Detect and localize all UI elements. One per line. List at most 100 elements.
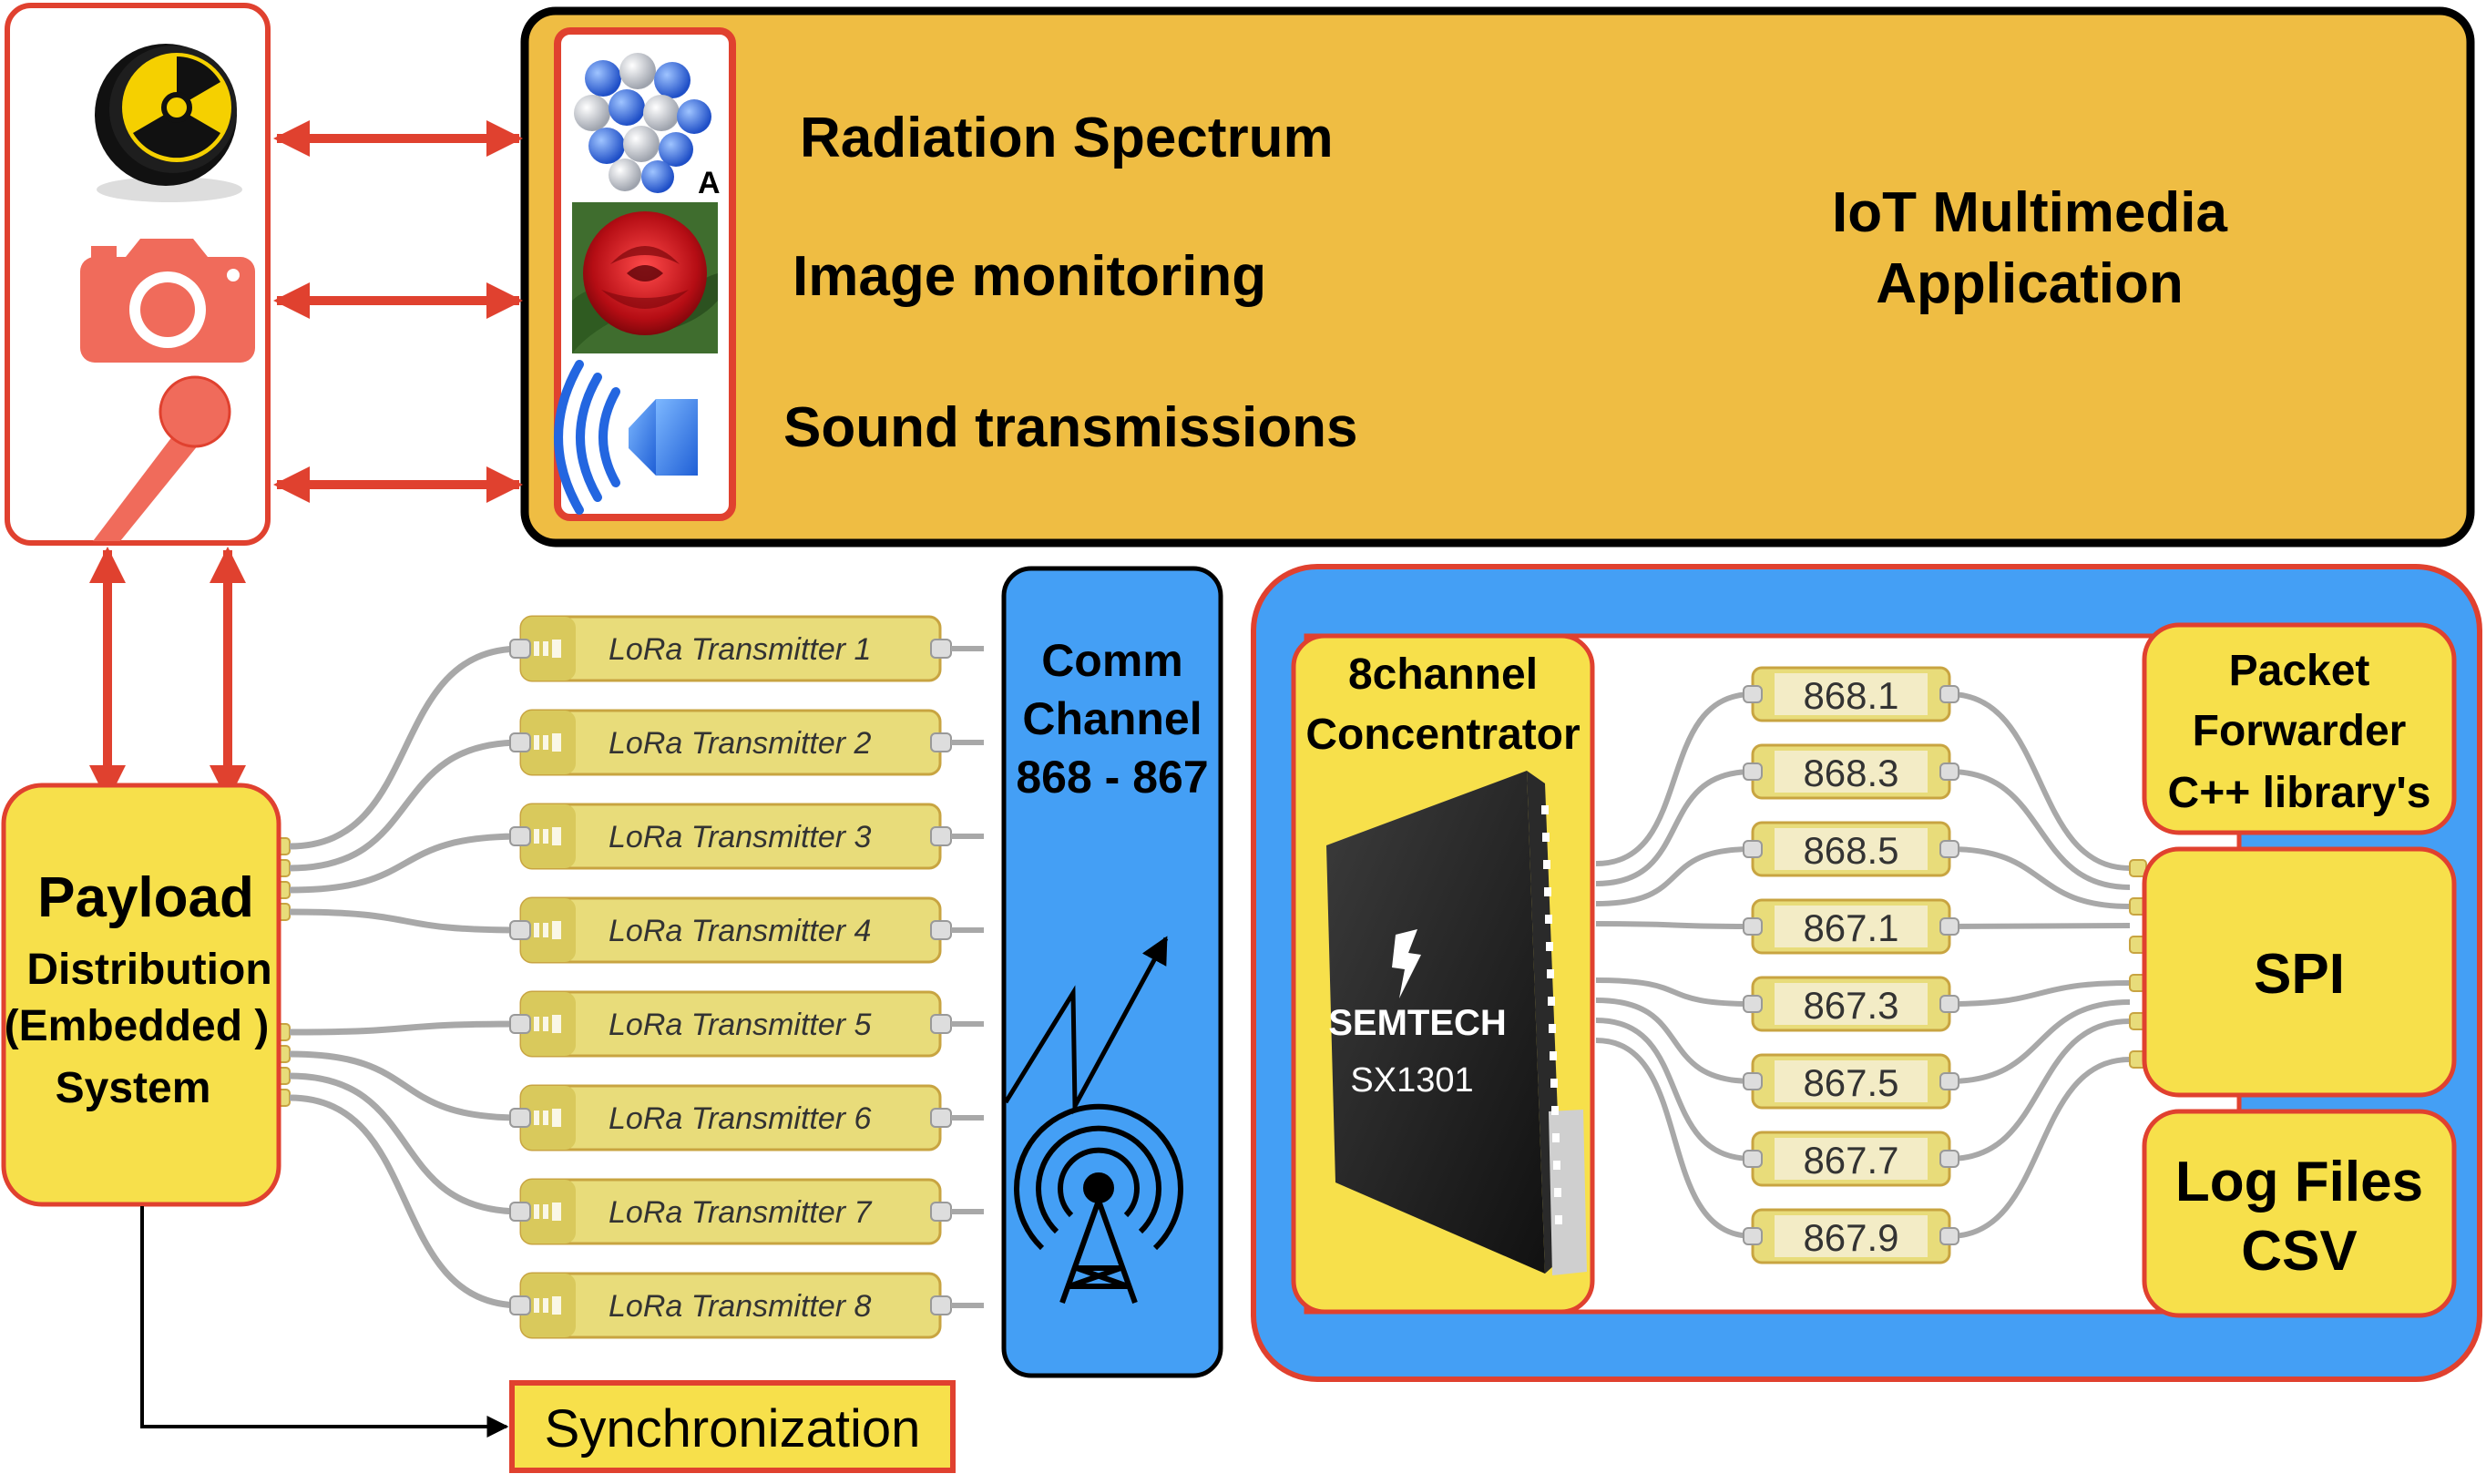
frequency-node[interactable]: 868.5	[1743, 821, 1959, 877]
synchronization-connector	[140, 1206, 509, 1438]
input-port[interactable]	[509, 639, 531, 659]
frequency-label: 868.5	[1803, 829, 1898, 872]
lora-transmitter-node[interactable]: LoRa Transmitter 6	[509, 1084, 984, 1151]
payload-wire	[289, 1020, 522, 1036]
input-port[interactable]	[1743, 995, 1763, 1013]
frequency-input-wire	[1595, 998, 1754, 1084]
input-port[interactable]	[1743, 1072, 1763, 1090]
input-port[interactable]	[509, 920, 531, 940]
sx1301-chip	[1326, 771, 1587, 1275]
frequency-label: 867.3	[1803, 984, 1898, 1027]
output-port[interactable]	[930, 920, 952, 940]
output-port[interactable]	[930, 732, 952, 752]
input-port[interactable]	[1743, 1227, 1763, 1245]
output-port[interactable]	[1939, 840, 1959, 858]
frequency-nodes: 868.1 868.3 868.5 867.1 867.3 867.5 867.7 867.9	[1743, 666, 1959, 1264]
output-port[interactable]	[930, 826, 952, 846]
lora-transmitter-label: LoRa Transmitter 5	[609, 1008, 872, 1042]
frequency-label: 868.3	[1803, 752, 1898, 794]
lora-transmitter-node[interactable]: LoRa Transmitter 3	[509, 803, 984, 870]
application-item-radiation: Radiation Spectrum	[800, 107, 1334, 169]
frequency-output-wire	[1949, 1057, 2131, 1239]
frequency-input-wire	[1595, 846, 1754, 906]
frequency-output-wire	[1949, 769, 2131, 890]
log-files-line1: Log Files	[2175, 1151, 2423, 1213]
output-port[interactable]	[1939, 762, 1959, 781]
frequency-node[interactable]: 868.1	[1743, 666, 1959, 722]
comm-channel-line2: Channel	[1022, 693, 1202, 744]
payload-title-line2: Distribution	[26, 946, 271, 994]
output-port[interactable]	[930, 1295, 952, 1315]
output-port[interactable]	[930, 1014, 952, 1034]
input-port[interactable]	[509, 1202, 531, 1222]
chip-brand: SEMTECH	[1328, 1003, 1507, 1043]
input-port[interactable]	[1743, 1150, 1763, 1168]
input-port[interactable]	[1743, 762, 1763, 781]
frequency-label: 867.1	[1803, 906, 1898, 949]
output-port[interactable]	[930, 639, 952, 659]
lora-transmitter-node[interactable]: LoRa Transmitter 2	[509, 709, 984, 776]
spi-label: SPI	[2254, 943, 2345, 1006]
payload-wire	[289, 908, 522, 934]
output-port[interactable]	[930, 1202, 952, 1222]
payload-wires	[289, 645, 522, 1309]
payload-title-line4: System	[56, 1064, 211, 1112]
lora-transmitter-node[interactable]: LoRa Transmitter 1	[509, 615, 984, 682]
payload-wire	[289, 1072, 522, 1215]
input-port[interactable]	[1743, 840, 1763, 858]
payload-title-line3: (Embedded )	[5, 1002, 270, 1050]
lora-transmitter-node[interactable]: LoRa Transmitter 4	[509, 896, 984, 964]
frequency-input-wire	[1595, 977, 1754, 1007]
input-port[interactable]	[509, 1295, 531, 1315]
camera-icon	[80, 239, 255, 363]
input-port[interactable]	[509, 732, 531, 752]
output-port[interactable]	[930, 1108, 952, 1128]
input-port[interactable]	[509, 1014, 531, 1034]
input-port[interactable]	[509, 1108, 531, 1128]
semtech-logo-icon	[1392, 929, 1421, 998]
application-item-sound: Sound transmissions	[783, 396, 1357, 459]
frequency-node[interactable]: 867.9	[1743, 1208, 1959, 1264]
frequency-label: 867.9	[1803, 1216, 1898, 1259]
output-port[interactable]	[1939, 995, 1959, 1013]
payload-distribution-box	[1, 783, 281, 1207]
frequency-node[interactable]: 867.7	[1743, 1131, 1959, 1187]
lora-transmitter-node[interactable]: LoRa Transmitter 5	[509, 990, 984, 1058]
packet-forwarder-line1: Packet	[2229, 647, 2370, 695]
frequency-output-wire	[1949, 980, 2131, 1007]
payload-wire	[289, 739, 522, 872]
output-port[interactable]	[1939, 1150, 1959, 1168]
frequency-output-wire	[1949, 1018, 2131, 1162]
input-port[interactable]	[1743, 917, 1763, 936]
output-port[interactable]	[1939, 917, 1959, 936]
output-port[interactable]	[1939, 1072, 1959, 1090]
frequency-node[interactable]: 867.1	[1743, 898, 1959, 955]
application-panel	[520, 6, 2475, 548]
lora-transmitter-label: LoRa Transmitter 7	[609, 1195, 873, 1230]
output-port[interactable]	[1939, 1227, 1959, 1245]
atom-cluster-icon	[574, 53, 711, 193]
lora-transmitter-node[interactable]: LoRa Transmitter 7	[509, 1178, 984, 1245]
concentrator-line2: Concentrator	[1305, 711, 1580, 759]
frequency-output-wire	[1949, 999, 2131, 1084]
payload-wire	[289, 833, 522, 894]
comm-channel-line1: Comm	[1041, 635, 1183, 686]
frequency-label: 868.1	[1803, 674, 1898, 717]
input-port[interactable]	[509, 826, 531, 846]
payload-wire	[289, 645, 522, 850]
frequency-node[interactable]: 867.3	[1743, 976, 1959, 1032]
frequency-node[interactable]: 867.5	[1743, 1053, 1959, 1110]
output-port[interactable]	[1939, 685, 1959, 703]
lora-transmitter-label: LoRa Transmitter 1	[609, 632, 871, 667]
rose-image-icon	[572, 202, 718, 353]
radiation-icon	[95, 44, 242, 202]
lora-transmitter-node[interactable]: LoRa Transmitter 8	[509, 1272, 984, 1339]
radio-tower-icon	[1014, 1103, 1183, 1305]
synchronization-label: Synchronization	[545, 1399, 921, 1458]
lora-transmitter-label: LoRa Transmitter 4	[609, 914, 871, 948]
frequency-node[interactable]: 868.3	[1743, 743, 1959, 800]
input-port[interactable]	[1743, 685, 1763, 703]
radiation-badge: A	[698, 166, 721, 200]
comm-channel-line3: 868 - 867	[1016, 752, 1208, 803]
application-title-line2: Application	[1876, 252, 2184, 315]
